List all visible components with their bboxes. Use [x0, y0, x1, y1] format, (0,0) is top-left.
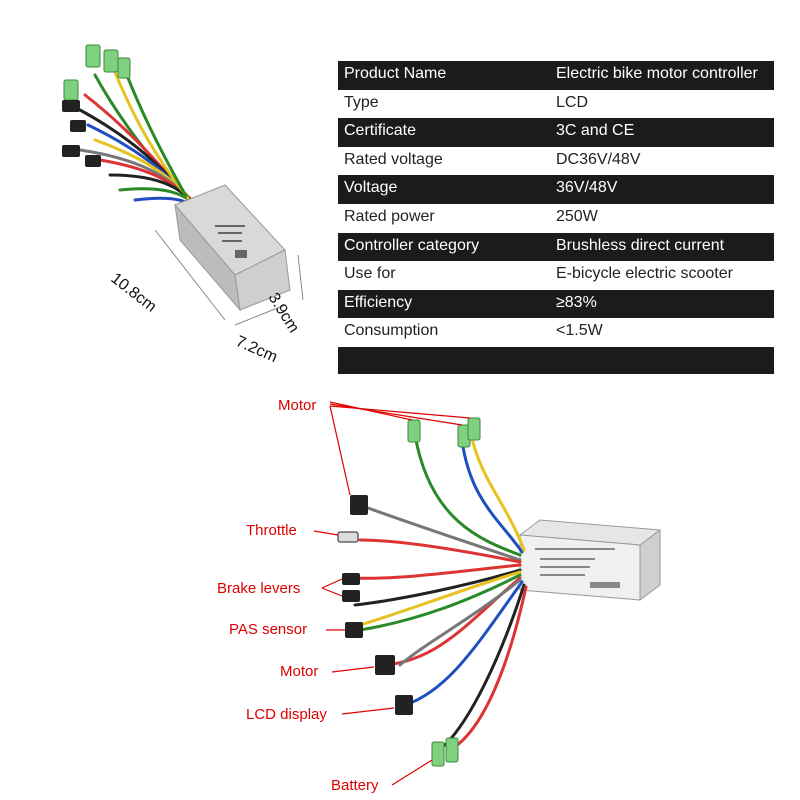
spec-key: Type — [344, 93, 379, 111]
spec-row: Consumption <1.5W — [338, 318, 774, 347]
spec-row: Product Name Electric bike motor control… — [338, 61, 774, 90]
label-throttle: Throttle — [246, 522, 297, 539]
spec-row: Use for E-bicycle electric scooter — [338, 261, 774, 290]
spec-key: Use for — [344, 265, 396, 283]
spec-value: DC36V/48V — [556, 150, 641, 168]
spec-row: Type LCD — [338, 89, 774, 119]
spec-row-blank — [338, 346, 774, 374]
spec-key: Product Name — [344, 65, 447, 82]
spec-row: Rated power 250W — [338, 203, 774, 233]
spec-value: Electric bike motor controller — [556, 65, 758, 82]
spec-key: Rated voltage — [344, 150, 443, 168]
spec-row: Efficiency ≥83% — [338, 289, 774, 319]
spec-key: Controller category — [344, 236, 480, 254]
label-motor-bottom: Motor — [280, 663, 319, 680]
label-pas-sensor: PAS sensor — [229, 621, 308, 638]
spec-key: Efficiency — [344, 293, 413, 311]
spec-value: Brushless direct current — [556, 236, 725, 254]
spec-key: Consumption — [344, 322, 439, 340]
label-battery: Battery — [331, 777, 379, 794]
spec-row: Rated voltage DC36V/48V — [338, 146, 774, 176]
spec-row: Certificate 3C and CE — [338, 118, 774, 147]
spec-value: 36V/48V — [556, 179, 618, 197]
spec-value: 3C and CE — [556, 122, 635, 140]
spec-key: Rated power — [344, 207, 435, 225]
spec-row: Controller category Brushless direct cur… — [338, 232, 774, 262]
spec-value: <1.5W — [556, 322, 603, 340]
spec-key: Voltage — [344, 179, 398, 197]
spec-key: Certificate — [344, 122, 417, 140]
spec-value: LCD — [556, 93, 589, 111]
label-brake-levers: Brake levers — [217, 580, 301, 597]
spec-value: ≥83% — [556, 293, 597, 311]
spec-value: E-bicycle electric scooter — [556, 265, 733, 283]
spec-value: 250W — [556, 207, 598, 225]
label-lcd-display: LCD display — [246, 706, 327, 723]
label-motor-top: Motor — [278, 397, 317, 414]
spec-row: Voltage 36V/48V — [338, 175, 774, 204]
spec-table: Product Name Electric bike motor control… — [338, 61, 774, 374]
